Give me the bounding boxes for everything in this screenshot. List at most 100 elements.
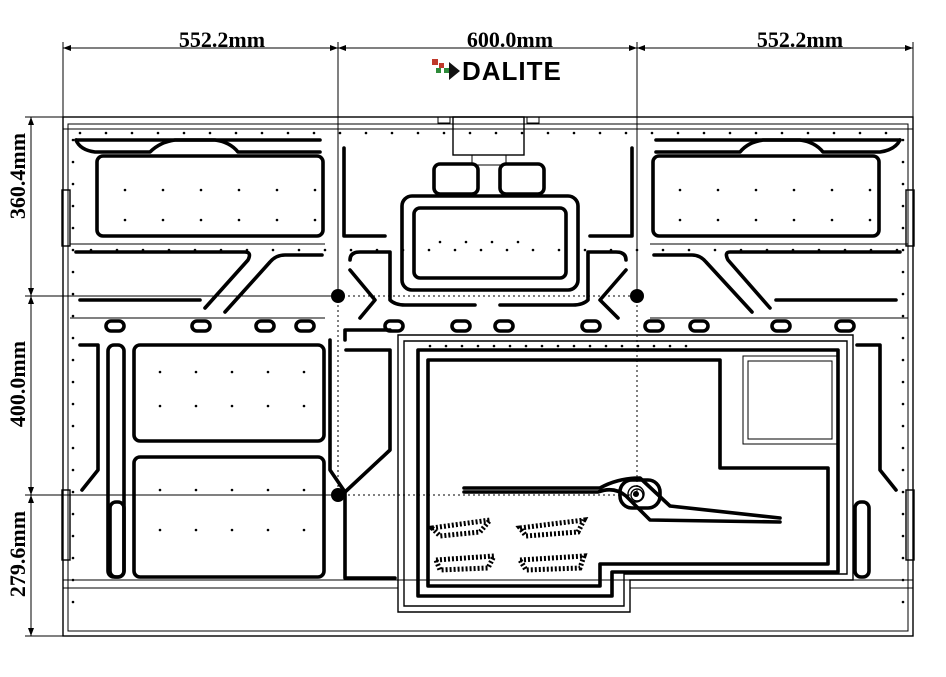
screw-dot [668,344,672,348]
screw-dot [230,528,234,532]
screw-dot [620,344,624,348]
vent-pattern-left-upper [426,516,497,539]
screw-dot [237,218,241,222]
vent-pattern-right-upper [515,516,589,539]
screw-dot [516,240,520,244]
screw-dot [71,138,75,142]
screw-dot [468,131,472,135]
mount-hole-icon [630,488,644,502]
screw-dot [71,270,75,274]
screw-dot [609,248,613,252]
screw-dot [313,188,317,192]
screw-dot [806,131,810,135]
screw-dot [199,188,203,192]
screw-dot [302,528,306,532]
screw-dot [716,218,720,222]
screw-dot [199,218,203,222]
screw-dot [901,314,905,318]
screw-dot [901,578,905,582]
screw-dot [271,248,275,252]
screw-dot [901,600,905,604]
screw-dot [323,248,327,252]
screw-dot [901,490,905,494]
screw-dot [71,402,75,406]
vent-pattern-left-lower [432,553,499,573]
screw-dot [141,248,145,252]
screw-dot [780,131,784,135]
side-handles [61,189,915,561]
dim-left-bottom-label: 279.6mm [5,511,30,597]
screw-dot [71,578,75,582]
screw-dot [156,131,160,135]
screw-dot [901,402,905,406]
screw-dot [104,131,108,135]
screw-dot [312,131,316,135]
top-rail [74,138,902,154]
screw-dot [583,248,587,252]
screw-dot [598,131,602,135]
screw-dot [71,534,75,538]
screw-dot [650,131,654,135]
screw-dot [427,248,431,252]
screw-dot [161,218,165,222]
screw-dot [297,248,301,252]
screw-dot [401,248,405,252]
screw-dot [71,380,75,384]
screw-dot [115,248,119,252]
screw-dot [71,468,75,472]
screw-dot [636,344,640,348]
screw-dot [230,488,234,492]
lower-left-bay [78,328,397,580]
screw-dot [349,248,353,252]
screw-dot [716,188,720,192]
logo-wordmark: DALITE [462,56,562,86]
screw-dot [901,556,905,560]
screw-dot [765,248,769,252]
screw-dot [901,534,905,538]
screw-dot [572,344,576,348]
screw-dot [230,370,234,374]
screw-dot [194,488,198,492]
screw-dot [684,344,688,348]
screw-dot [687,248,691,252]
screw-dot [901,160,905,164]
screw-dot [266,488,270,492]
screw-dot [524,344,528,348]
screw-dot [286,131,290,135]
screw-dot [302,488,306,492]
dim-top-right-label: 552.2mm [757,27,843,52]
screw-dot [739,248,743,252]
screw-dot [901,138,905,142]
screw-dot [479,248,483,252]
screw-dot [89,248,93,252]
screw-dot [901,182,905,186]
screw-dot [219,248,223,252]
top-dimension-lines [62,42,914,300]
screw-dot [444,344,448,348]
screw-dot [901,248,905,252]
screw-dot [266,404,270,408]
screw-dot [208,131,212,135]
screw-dot [390,131,394,135]
left-dimension-lines [25,116,340,637]
screw-dot [817,248,821,252]
screw-dot [830,218,834,222]
screw-dot [678,188,682,192]
screw-dot [158,488,162,492]
screw-dot [194,404,198,408]
dim-left-top-label: 360.4mm [5,133,30,219]
screw-dot [494,131,498,135]
screw-dot [460,344,464,348]
screw-dot [624,131,628,135]
screw-dot [901,204,905,208]
screw-dot [428,344,432,348]
screw-dot [158,404,162,408]
screw-dot [71,600,75,604]
screw-dot [416,131,420,135]
screw-dot [302,370,306,374]
screw-dot [130,131,134,135]
screw-dot [230,404,234,408]
upper-left-bay [70,154,325,319]
screw-dot [492,344,496,348]
screw-dot [194,528,198,532]
